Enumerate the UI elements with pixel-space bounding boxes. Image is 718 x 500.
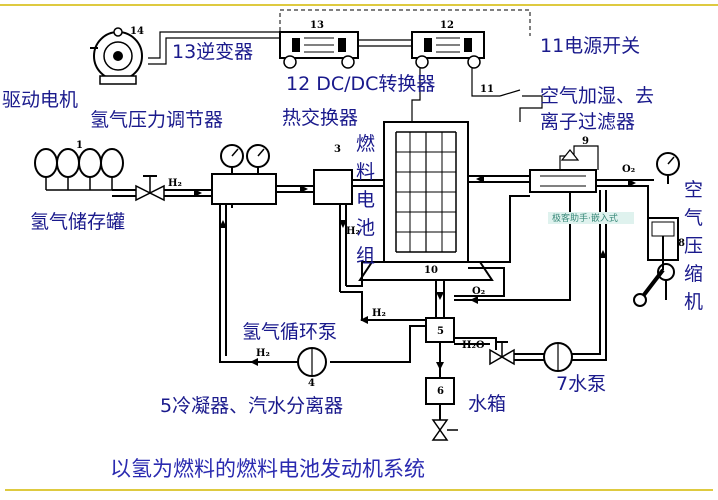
figure-caption: 以氢为燃料的燃料电池发动机系统 bbox=[110, 457, 425, 481]
condenser-separator bbox=[425, 317, 455, 378]
pressure-regulator bbox=[211, 144, 277, 205]
label-h2-regulator: 氢气压力调节器 bbox=[90, 109, 223, 131]
label-compressor-char-1: 空 bbox=[684, 179, 703, 201]
number-13: 13 bbox=[310, 20, 324, 31]
label-air-humidifier-line1: 空气加湿、去 bbox=[540, 85, 654, 107]
hydrogen-return-pipe bbox=[219, 204, 427, 377]
label-inverter: 13逆变器 bbox=[172, 41, 253, 63]
label-stack-char-5: 组 bbox=[356, 245, 375, 267]
number-4: 4 bbox=[308, 378, 315, 389]
label-condenser: 5冷凝器、汽水分离器 bbox=[160, 395, 343, 417]
label-compressor-char-5: 机 bbox=[684, 291, 703, 313]
label-stack-char-3: 电 bbox=[356, 189, 375, 211]
number-3: 3 bbox=[334, 144, 341, 155]
o2-label-return: O₂ bbox=[472, 286, 485, 297]
label-air-humidifier-line2: 离子过滤器 bbox=[540, 111, 635, 133]
o2-label-compressor: O₂ bbox=[622, 164, 635, 175]
label-stack-char-1: 燃 bbox=[356, 133, 375, 155]
dcdc-unit bbox=[411, 31, 485, 69]
label-drive-motor: 驱动电机 bbox=[2, 89, 78, 111]
h2-label-pump: H₂ bbox=[256, 348, 270, 359]
h2-label-return: H₂ bbox=[346, 226, 360, 237]
air-humidifier bbox=[529, 145, 599, 193]
label-water-tank: 水箱 bbox=[468, 393, 506, 415]
hydrogen-tanks bbox=[34, 148, 124, 191]
label-dcdc: 12 DC/DC转换器 bbox=[286, 73, 435, 95]
label-compressor-char-3: 压 bbox=[684, 235, 703, 257]
drive-motor bbox=[90, 27, 143, 85]
electrical-wires bbox=[148, 9, 543, 122]
number-14: 14 bbox=[130, 26, 144, 37]
number-5: 5 bbox=[437, 326, 444, 337]
water-loop bbox=[454, 190, 607, 372]
label-compressor-char-2: 气 bbox=[684, 207, 703, 229]
label-water-pump: 7水泵 bbox=[556, 373, 606, 395]
number-8: 8 bbox=[678, 238, 685, 249]
label-h2-tank: 氢气储存罐 bbox=[30, 211, 125, 233]
fuel-cell-stack bbox=[358, 121, 494, 318]
label-stack-char-2: 料 bbox=[356, 161, 375, 183]
label-heat-exchanger: 热交换器 bbox=[282, 107, 358, 129]
label-stack-char-4: 池 bbox=[356, 217, 375, 239]
label-power-switch: 11电源开关 bbox=[540, 35, 640, 57]
regulator-to-heat-exchanger-pipe bbox=[276, 185, 314, 193]
number-9: 9 bbox=[582, 136, 589, 147]
oxygen-lines bbox=[454, 175, 654, 304]
air-compressor bbox=[633, 152, 680, 307]
number-12: 12 bbox=[440, 20, 454, 31]
label-compressor-char-4: 缩 bbox=[684, 263, 703, 285]
hydrogen-feed-pipe bbox=[112, 175, 212, 202]
watermark-text: 极客助手·嵌入式 bbox=[552, 212, 618, 224]
h2-label-feed: H₂ bbox=[168, 178, 182, 189]
number-6: 6 bbox=[437, 386, 444, 397]
inverter-unit bbox=[279, 31, 359, 69]
h2o-label: H₂O bbox=[462, 340, 485, 351]
number-11: 11 bbox=[480, 84, 494, 95]
water-tank-unit bbox=[425, 377, 458, 441]
number-10: 10 bbox=[424, 265, 438, 276]
h2-label-loop: H₂ bbox=[372, 308, 386, 319]
heat-exchanger bbox=[313, 169, 390, 292]
number-1: 1 bbox=[76, 140, 83, 151]
label-h2-pump: 氢气循环泵 bbox=[242, 321, 337, 343]
watermark-box bbox=[548, 212, 634, 224]
